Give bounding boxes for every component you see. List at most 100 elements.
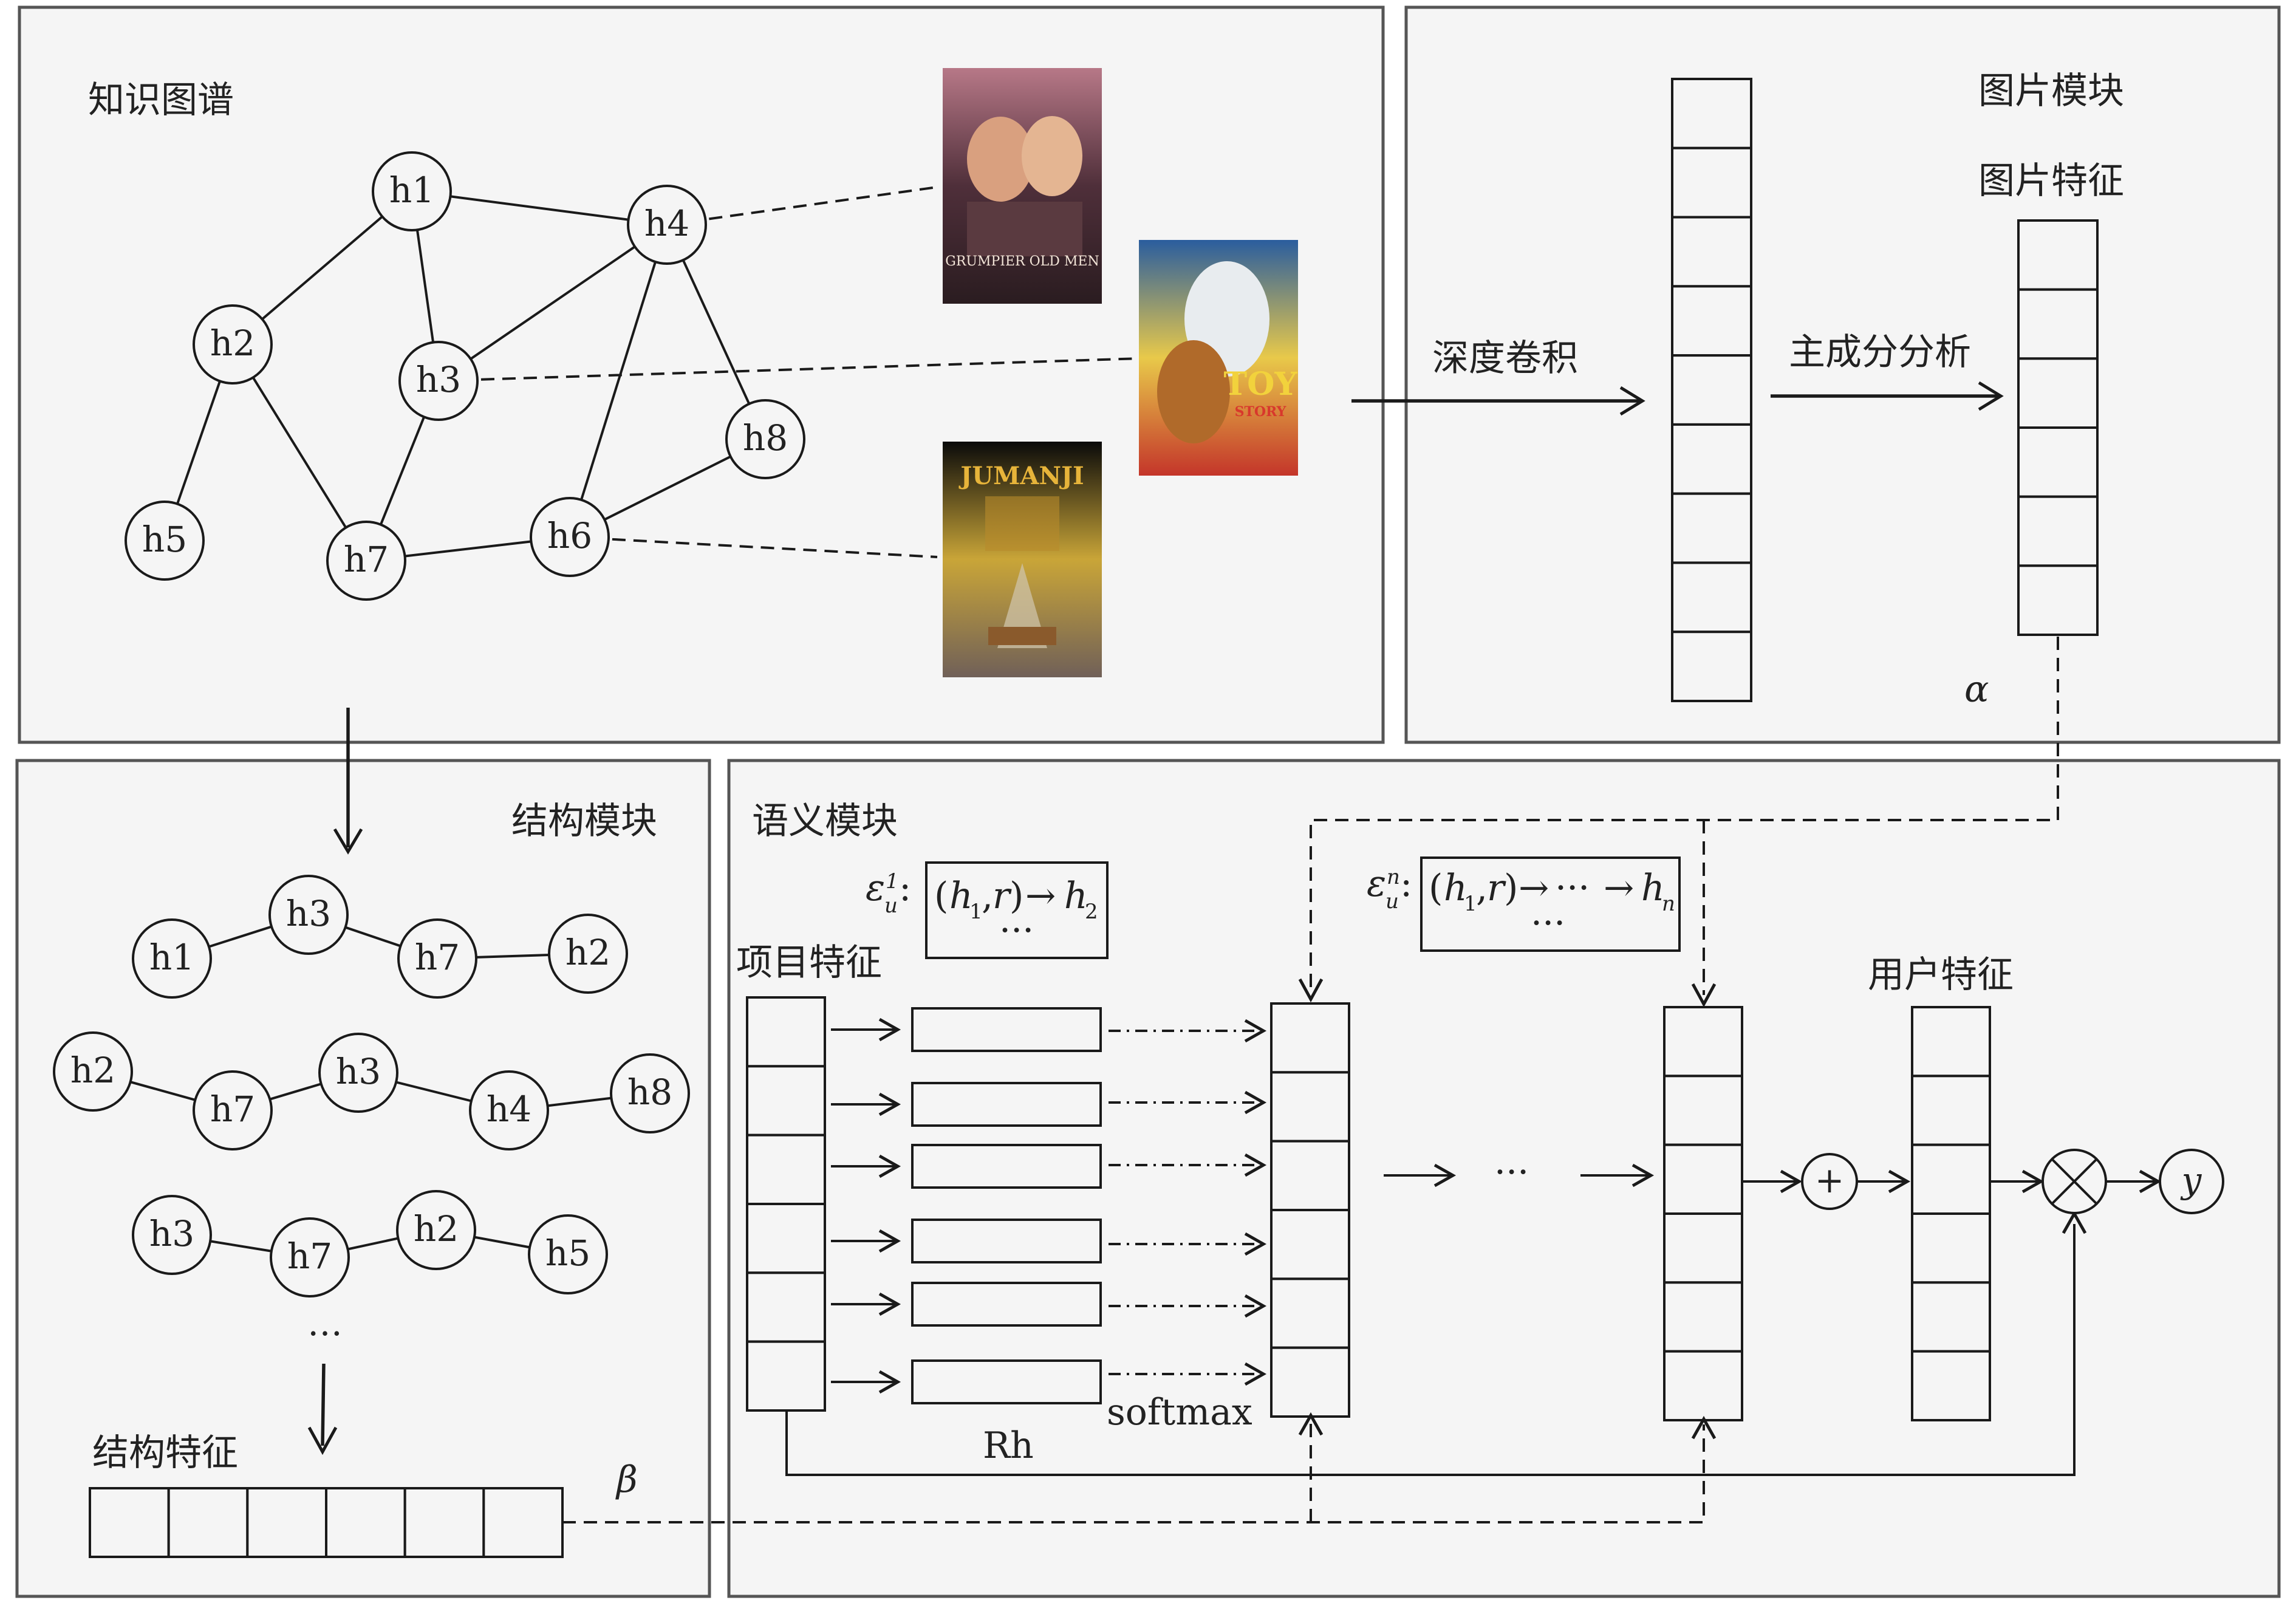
cnn-vector-cell: [1671, 561, 1752, 634]
product-cross-b: [2051, 1158, 2098, 1205]
kg-node-h3: [398, 341, 479, 421]
item-to-rh-arrow-head: [878, 1370, 901, 1394]
kg-node-h1: [372, 151, 452, 231]
path3-node-h7: [270, 1217, 350, 1297]
kg-to-structure-arrowhead: [333, 828, 363, 855]
formula-n-colon: :: [1400, 863, 1412, 905]
product-to-output-arrow-head: [2139, 1169, 2162, 1194]
knowledge-graph-title: 知识图谱: [88, 79, 234, 121]
alpha-to-hop1-line: [1310, 637, 2059, 990]
hop1-vector-cell: [1270, 1346, 1350, 1418]
formula-first-eps: ε: [866, 867, 885, 909]
formula-first-arrow: →: [1025, 875, 1056, 917]
kg-node-h2-label: h2: [210, 323, 255, 364]
user-feature-vector-cell: [1911, 1212, 1991, 1284]
poster3-title: JUMANJI: [958, 462, 1084, 490]
structure-feature-vector: [89, 1487, 564, 1558]
formula-first-dots: ···: [999, 909, 1034, 952]
user-feature-vector-cell: [1911, 1075, 1991, 1146]
path1-node-h2-label: h2: [565, 932, 610, 973]
structure-module-panel: [15, 759, 711, 1598]
user-feature-label: 用户特征: [1868, 954, 2014, 996]
softmax-label: softmax: [1107, 1391, 1252, 1434]
hopn-vector-cell: [1663, 1143, 1743, 1215]
user-feature-vector-cell: [1911, 1281, 1991, 1353]
rh-to-softmax-arrow-head: [1244, 1294, 1267, 1318]
formula-first-end: h: [1064, 875, 1088, 917]
pca-vector-cell: [2017, 426, 2099, 498]
user-feature-vector-cell: [1911, 1143, 1991, 1215]
structure-feature-label: 结构特征: [92, 1432, 238, 1474]
kg-node-h2: [193, 304, 273, 385]
paths-ellipsis: …: [307, 1302, 343, 1344]
cnn-vector-cell: [1671, 492, 1752, 564]
formula-n-dots-inline: ···: [1555, 867, 1590, 909]
path3-node-h3: [132, 1195, 212, 1275]
kg-node-h1-label: h1: [389, 169, 434, 211]
paths-to-feature-arrowhead: [307, 1426, 338, 1455]
hop-arrow-b-head: [1631, 1163, 1655, 1188]
pca-vector-cell: [2017, 219, 2099, 291]
hopn-vector-cell: [1663, 1350, 1743, 1422]
poster2-title: TOY: [1223, 366, 1297, 403]
beta-to-hopn-head: [1691, 1415, 1717, 1440]
structure-module-title: 结构模块: [511, 800, 657, 843]
beta-to-hop1-head: [1298, 1412, 1324, 1436]
to-sum-arrow-head: [1780, 1169, 1803, 1194]
path2-node-h2-label: h2: [70, 1050, 115, 1091]
alpha-to-hop1-head: [1298, 978, 1324, 1003]
user-to-product-arrow-head: [2021, 1169, 2045, 1194]
formula-n-box: [1420, 856, 1681, 952]
formula-first-sub: u: [884, 894, 898, 918]
item-feature-vector-cell: [746, 1203, 826, 1274]
image-feature-label: 图片特征: [1978, 160, 2124, 202]
hopn-vector-cell: [1663, 1281, 1743, 1353]
formula-n-hop: ε n u : ( h 1 , r ) → ··· → h n ···: [1367, 856, 1681, 952]
cnn-vector-cell: [1671, 354, 1752, 426]
formula-first-colon: :: [899, 867, 911, 909]
kg-edge-h2-h7: [231, 343, 367, 562]
kg-node-h3-label: h3: [416, 359, 461, 400]
conv-arrowhead: [1619, 386, 1645, 416]
formula-n-r: r: [1487, 867, 1506, 909]
kg-link-h6-poster3: [569, 536, 938, 558]
struct-vector-cell: [482, 1487, 564, 1558]
rh-to-softmax-arrow-head: [1244, 1153, 1267, 1177]
cnn-vector-cell: [1671, 631, 1752, 702]
item-to-rh-arrow-head: [878, 1092, 901, 1116]
poster2-figure-woody: [1157, 340, 1230, 443]
formula-n-paren-close: ): [1504, 867, 1518, 909]
kg-node-h7-label: h7: [344, 539, 389, 580]
path3-node-h5: [528, 1214, 608, 1294]
path2-node-h2: [53, 1031, 133, 1112]
path1-node-h1-label: h1: [149, 937, 194, 978]
path1-node-h2: [548, 914, 628, 994]
path1-node-h1: [132, 918, 212, 999]
kg-node-h8: [725, 399, 805, 479]
rh-vector: [911, 1144, 1102, 1189]
pca-label: 主成分分析: [1789, 331, 1971, 374]
formula-n-sub: u: [1385, 889, 1399, 914]
paths-to-feature-arrow: [321, 1363, 326, 1446]
path3-node-h3-label: h3: [149, 1213, 194, 1254]
formula-first-paren-close: ): [1010, 875, 1023, 917]
path1-node-h3-label: h3: [286, 893, 331, 934]
item-feature-vector-cell: [746, 1271, 826, 1343]
kg-poster-links: [438, 186, 1141, 558]
item-feature-vector-cell: [746, 1133, 826, 1205]
path2-node-h7-label: h7: [210, 1089, 255, 1130]
formula-n-paren-open: (: [1429, 867, 1443, 909]
pca-vector-cell: [2017, 564, 2099, 636]
item-feature-label: 项目特征: [736, 942, 882, 984]
beta-label: β: [615, 1458, 638, 1501]
rh-vector: [911, 1359, 1102, 1404]
struct-vector-cell: [246, 1487, 328, 1558]
kg-edge-h4-h6: [569, 224, 668, 538]
poster1-title: GRUMPIER OLD MEN: [945, 254, 1099, 269]
poster1-figure-b: [1022, 116, 1082, 196]
item-to-product-line: [785, 1224, 2076, 1476]
kg-link-h4-poster1: [666, 186, 938, 226]
path2-node-h4-label: h4: [487, 1089, 531, 1130]
